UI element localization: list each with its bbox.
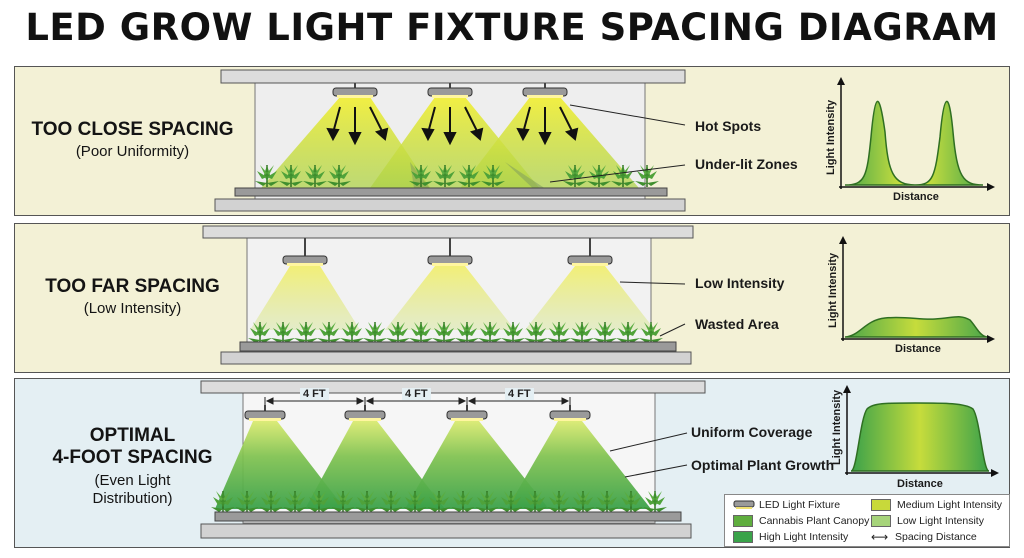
led-fixture-icon xyxy=(427,238,473,266)
too-close-heading: TOO CLOSE SPACING xyxy=(31,119,234,140)
too-far-scene xyxy=(202,225,995,365)
beam xyxy=(250,266,360,330)
panel-too-far: TOO FAR SPACING (Low Intensity) Low Inte… xyxy=(14,223,1010,373)
graph-y-label: Light Intensity xyxy=(831,389,843,465)
page-title: LED GROW LIGHT FIXTURE SPACING DIAGRAM xyxy=(25,6,999,49)
beam xyxy=(507,421,651,509)
legend-item-canopy: Cannabis Plant Canopy xyxy=(733,513,869,529)
led-fixture-icon xyxy=(282,238,328,266)
light-direction-arrows xyxy=(326,106,579,146)
callout-uniform-coverage: Uniform Coverage xyxy=(691,424,813,440)
optimal-subheading-line2: Distribution) xyxy=(92,490,173,507)
swatch-low xyxy=(871,515,891,527)
callout-hot-spots: Hot Spots xyxy=(695,118,762,134)
graph-y-label: Light Intensity xyxy=(827,252,839,328)
led-fixture-icon xyxy=(567,238,613,266)
graph-y-label: Light Intensity xyxy=(825,99,837,175)
optimal-heading-line1: OPTIMAL xyxy=(89,425,176,446)
optimal-scene xyxy=(200,380,999,539)
led-fixture-icon xyxy=(549,405,591,421)
swatch-high xyxy=(733,531,753,543)
callout-wasted-area: Wasted Area xyxy=(695,316,779,332)
led-fixture-icon xyxy=(522,83,568,98)
callout-optimal-plant-growth: Optimal Plant Growth xyxy=(691,457,835,473)
callout-low-intensity: Low Intensity xyxy=(695,275,785,291)
too-far-heading: TOO FAR SPACING xyxy=(45,276,220,297)
graph-x-label: Distance xyxy=(895,343,941,355)
legend-item-medium: Medium Light Intensity xyxy=(871,497,1002,513)
led-fixture-icon xyxy=(344,405,386,421)
legend-item-high: High Light Intensity xyxy=(733,529,848,545)
led-fixture-icon xyxy=(332,83,378,98)
spacing-distance-arrows xyxy=(264,397,571,405)
beam xyxy=(525,266,655,330)
led-fixture-icon xyxy=(733,500,755,509)
intensity-graph xyxy=(837,77,995,191)
intensity-graph xyxy=(843,385,999,477)
legend-item-fixture: LED Light Fixture xyxy=(733,497,840,513)
legend: LED Light Fixture Medium Light Intensity… xyxy=(724,494,1010,547)
beam xyxy=(305,421,445,509)
beam xyxy=(215,421,345,509)
swatch-medium xyxy=(871,499,891,511)
led-fixture-icon xyxy=(244,405,286,421)
panel-too-close: TOO CLOSE SPACING (Poor Uniformity) Hot … xyxy=(14,66,1010,216)
optimal-heading-line2: 4-FOOT SPACING xyxy=(52,447,213,468)
legend-item-low: Low Light Intensity xyxy=(871,513,984,529)
beam xyxy=(385,266,515,330)
legend-item-spacing: ⟷ Spacing Distance xyxy=(871,530,977,544)
spacing-label: 4 FT xyxy=(300,388,329,400)
intensity-graph xyxy=(839,236,995,343)
spacing-label: 4 FT xyxy=(402,388,431,400)
callout-under-lit-zones: Under-lit Zones xyxy=(695,156,798,172)
beam xyxy=(405,421,549,509)
graph-x-label: Distance xyxy=(893,191,939,203)
led-fixture-icon xyxy=(446,405,488,421)
too-close-subheading: (Poor Uniformity) xyxy=(75,143,190,160)
graph-x-label: Distance xyxy=(897,478,943,490)
optimal-subheading-line1: (Even Light xyxy=(94,472,171,489)
spacing-label: 4 FT xyxy=(505,388,534,400)
double-arrow-icon: ⟷ xyxy=(871,530,889,544)
too-far-subheading: (Low Intensity) xyxy=(83,300,182,317)
swatch-canopy xyxy=(733,515,753,527)
too-close-scene xyxy=(214,69,995,212)
led-fixture-icon xyxy=(427,83,473,98)
